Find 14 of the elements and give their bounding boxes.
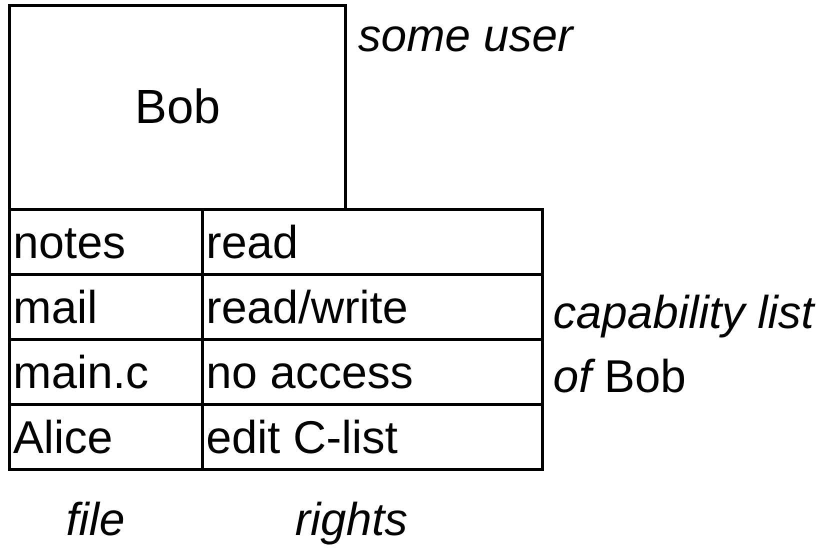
user-caption: some user [358, 8, 573, 62]
rights-cell: read [202, 210, 542, 274]
user-box [8, 4, 347, 211]
user-name: Bob [134, 80, 220, 135]
file-cell: notes [10, 210, 202, 274]
rights-cell: edit C-list [202, 404, 542, 470]
rights-cell: read/write [202, 274, 542, 340]
table-caption: capability list of Bob [553, 285, 816, 404]
file-cell: Alice [10, 404, 202, 470]
file-cell: main.c [10, 340, 202, 404]
rights-cell: no access [202, 340, 542, 404]
column-label: file [66, 492, 125, 546]
column-label: rights [295, 492, 408, 546]
file-cell: mail [10, 274, 202, 340]
